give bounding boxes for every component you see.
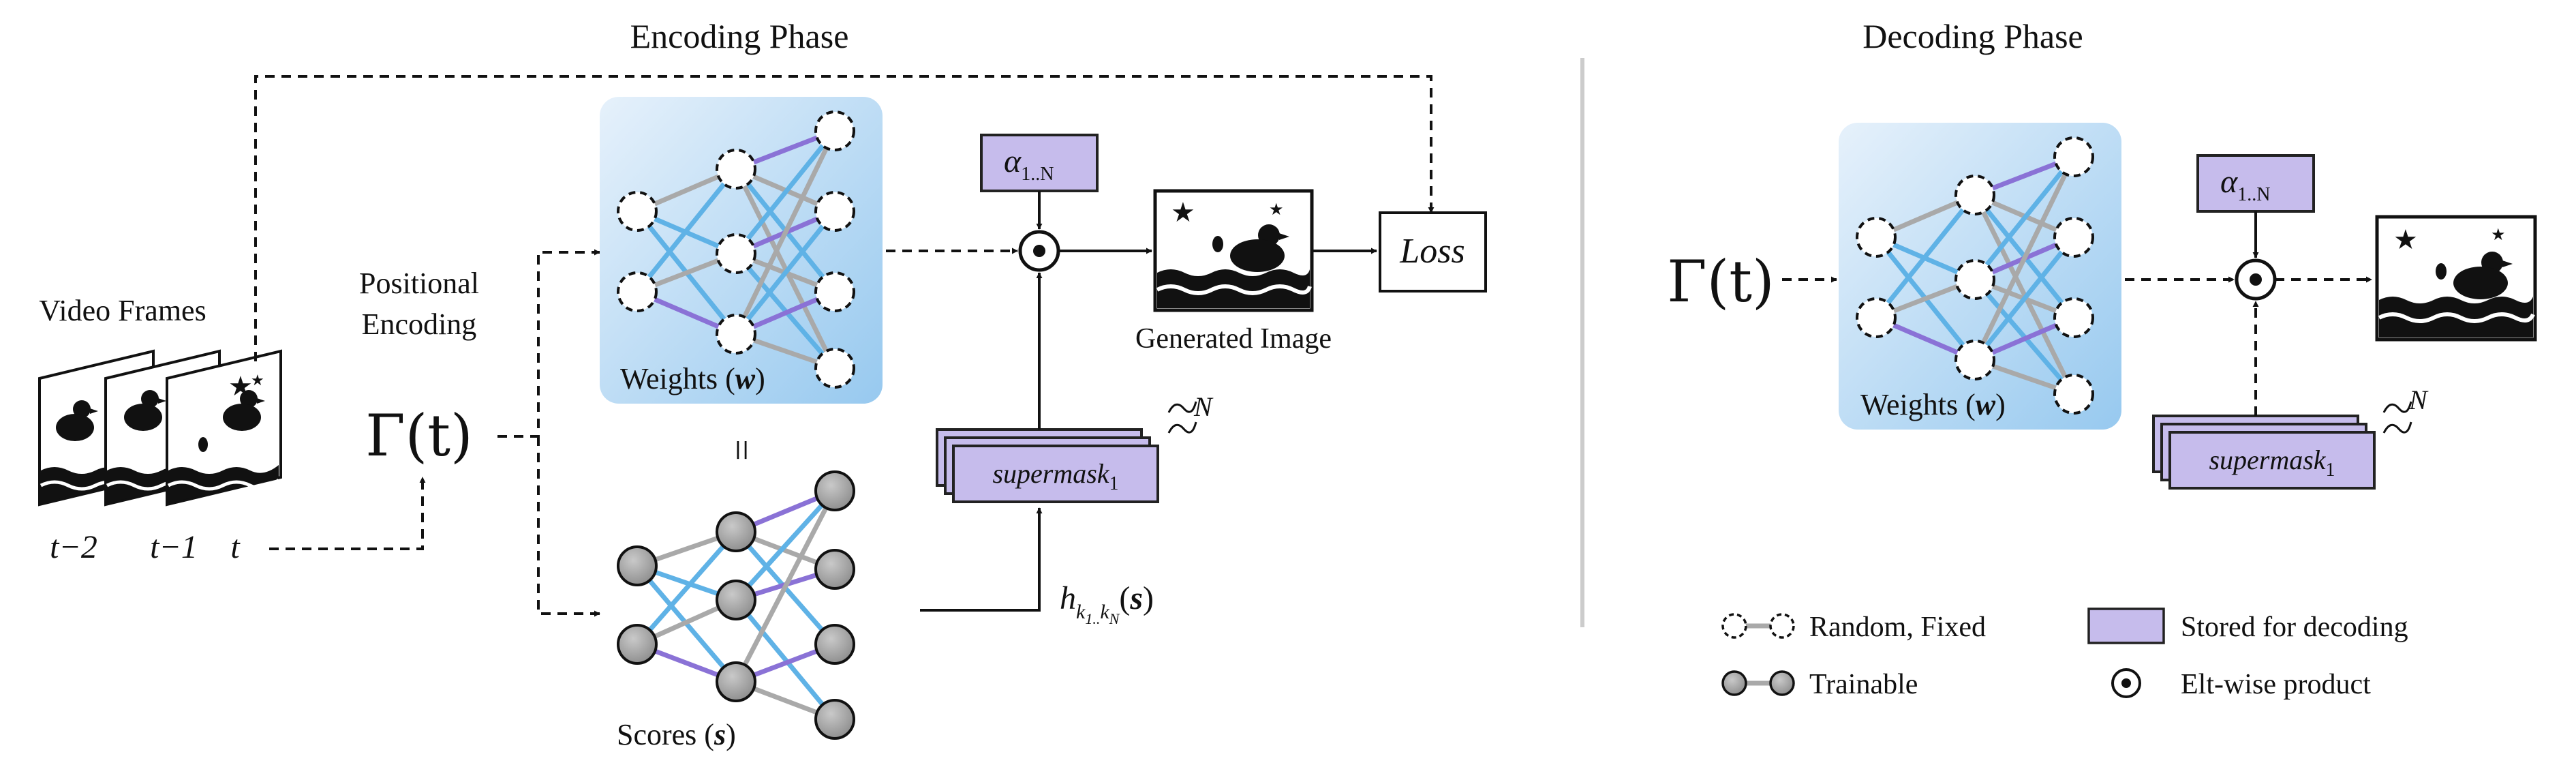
frame-label-t-minus-2: t−2	[50, 529, 97, 565]
network-node	[716, 149, 756, 190]
network-node	[814, 699, 855, 740]
network-node	[814, 110, 855, 151]
gamma-encoding: Γ(t)	[365, 402, 473, 469]
encoding-phase-title: Encoding Phase	[630, 17, 849, 55]
positional-encoding-label-line1: Positional	[359, 267, 479, 300]
alpha-box-encoding: α1..N	[980, 134, 1099, 192]
star-icon: ★	[1171, 197, 1195, 228]
gamma-decoding: Γ(t)	[1667, 248, 1775, 315]
supermask-stack-encoding: supermask1	[936, 428, 1159, 503]
network-node	[1954, 259, 1995, 300]
scores-network: Scores (s)	[617, 470, 855, 751]
decoding-phase-title: Decoding Phase	[1862, 17, 2083, 55]
network-node	[716, 233, 756, 274]
video-frame-t: ★ ★	[166, 349, 282, 507]
weights-caption-decoding: Weights (w)	[1860, 388, 2006, 421]
network-node	[814, 271, 855, 312]
legend-stored-swatch	[2087, 608, 2165, 644]
network-node	[1954, 340, 1995, 380]
frame-to-loss-connector	[254, 75, 1435, 361]
tilde-n-icon	[2382, 401, 2412, 434]
weights-equals-scores-sign: =	[720, 439, 763, 461]
network-node	[814, 470, 855, 511]
network-node	[2053, 297, 2094, 338]
network-node	[617, 545, 658, 586]
frame-label-t: t	[230, 529, 241, 565]
network-node	[716, 314, 756, 355]
legend: Random, Fixed Trainable Stored for decod…	[1721, 608, 2408, 700]
duck-icon	[223, 390, 265, 431]
loss-label: Loss	[1399, 232, 1465, 271]
star-icon: ★	[2491, 225, 2506, 244]
video-frames-label: Video Frames	[39, 294, 206, 327]
network-node	[1856, 297, 1897, 338]
legend-trainable-icon	[1721, 670, 1795, 696]
scores-to-supermask-connector	[920, 507, 1043, 612]
legend-random-fixed-icon	[1721, 613, 1795, 639]
supermask-box	[2168, 431, 2376, 490]
network-node	[2053, 136, 2094, 177]
n-label-encoding: N	[1193, 391, 1214, 422]
legend-trainable: Trainable	[1809, 669, 1918, 700]
network-node	[2053, 217, 2094, 258]
gamma-branch-connector	[497, 249, 600, 438]
legend-stored: Stored for decoding	[2181, 612, 2408, 643]
network-node	[814, 348, 855, 389]
scores-caption: Scores (s)	[617, 718, 736, 751]
network-node	[814, 624, 855, 665]
frame-label-t-minus-1: t−1	[150, 529, 198, 565]
network-node	[1954, 175, 1995, 215]
h-function-label: hk1..kN(s)	[1060, 580, 1154, 627]
network-node	[814, 191, 855, 232]
supermask-label: supermask1	[992, 458, 1118, 494]
generated-image: ★ ★	[1153, 189, 1314, 312]
star-icon: ★	[2393, 224, 2418, 256]
loss-box: Loss	[1379, 211, 1487, 292]
network-node	[716, 661, 756, 702]
legend-eltwise-icon	[2111, 668, 2141, 698]
star-icon: ★	[1269, 200, 1284, 219]
network-node	[617, 624, 658, 665]
weights-network-decoding: Weights (w)	[1839, 123, 2121, 430]
supermask-box	[952, 445, 1159, 503]
network-node	[716, 580, 756, 620]
video-frames-stack: ★ ★	[38, 349, 282, 507]
legend-random-fixed: Random, Fixed	[1809, 612, 1986, 643]
decoded-image: ★ ★	[2375, 215, 2537, 342]
legend-eltwise: Elt-wise product	[2181, 669, 2371, 700]
network-node	[814, 549, 855, 590]
network-node	[716, 511, 756, 552]
network-node	[2053, 374, 2094, 415]
duck-icon	[56, 400, 98, 441]
svg-text:α1..N: α1..N	[2220, 164, 2270, 205]
gamma-branch-scores-connector	[537, 436, 600, 617]
star-icon: ★	[251, 372, 264, 389]
network-node	[617, 271, 658, 312]
generated-image-label: Generated Image	[1135, 323, 1332, 355]
elementwise-product-icon	[2235, 258, 2277, 301]
supermask-stack-decoding: supermask1	[2152, 415, 2376, 490]
svg-text:α1..N: α1..N	[1004, 143, 1054, 185]
star-icon: ★	[228, 371, 253, 402]
n-label-decoding: N	[2408, 385, 2429, 415]
weights-network-encoding: Weights (w)	[600, 97, 883, 404]
network-node	[617, 191, 658, 232]
positional-encoding-label-line2: Encoding	[362, 308, 477, 341]
supermask-label-decoding: supermask1	[2209, 445, 2335, 481]
network-node	[1856, 217, 1897, 258]
weights-caption: Weights (w)	[620, 362, 765, 395]
duck-icon	[124, 390, 166, 431]
duck-icon	[1230, 224, 1289, 272]
duck-icon	[2453, 252, 2513, 299]
tilde-n-icon	[1167, 401, 1197, 434]
alpha-box-decoding: α1..N	[2196, 154, 2315, 213]
elementwise-product-icon	[1018, 230, 1060, 272]
t-to-gamma-connector	[269, 477, 426, 550]
